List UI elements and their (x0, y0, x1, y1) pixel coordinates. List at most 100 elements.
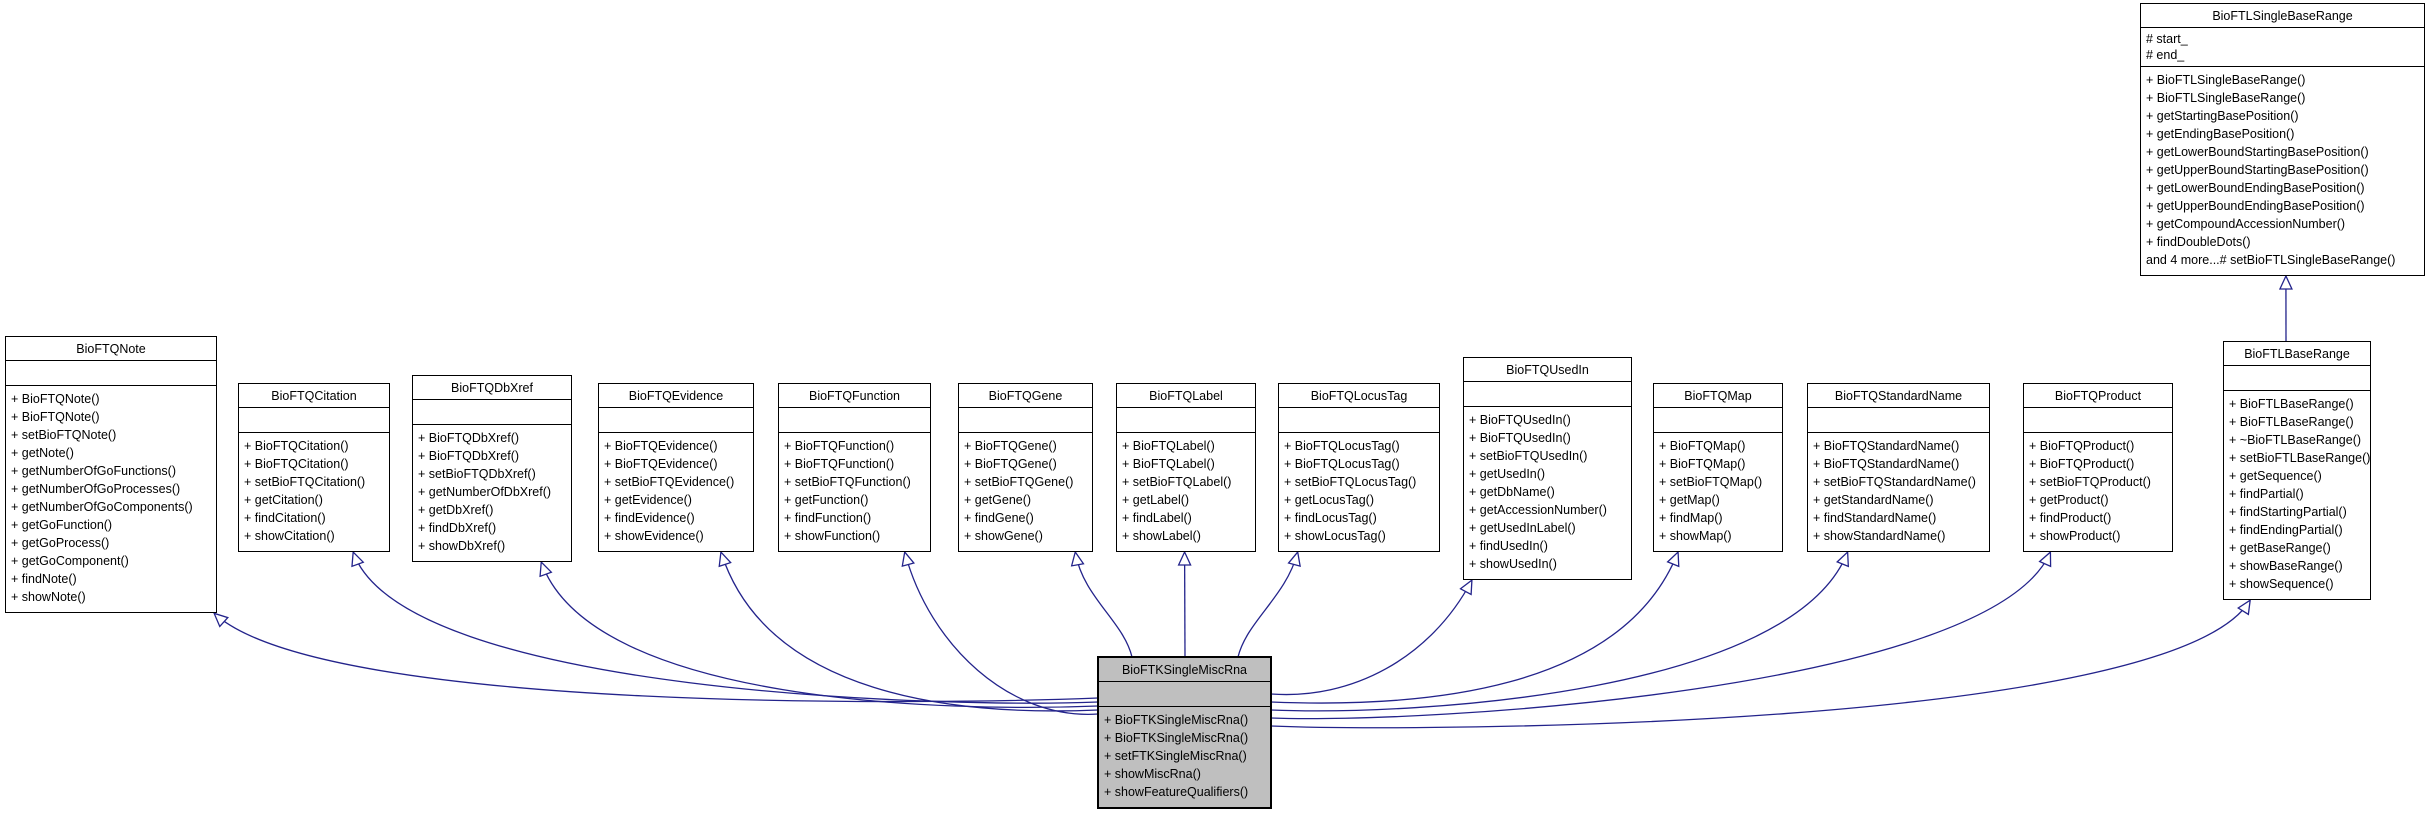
class-box-BioFTQDbXref[interactable]: BioFTQDbXref + BioFTQDbXref()+ BioFTQDbX… (412, 375, 572, 562)
class-box-BioFTQUsedIn[interactable]: BioFTQUsedIn + BioFTQUsedIn()+ BioFTQUse… (1463, 357, 1632, 580)
inheritance-edge-BioFTQGene (1075, 553, 1133, 658)
method-label: + showBaseRange() (2229, 559, 2343, 573)
class-name[interactable]: BioFTQUsedIn (1506, 363, 1589, 377)
method-label: + findNote() (11, 572, 77, 586)
class-box-BioFTLBaseRange[interactable]: BioFTLBaseRange + BioFTLBaseRange()+ Bio… (2223, 341, 2371, 600)
class-attributes-section (2024, 407, 2172, 432)
class-name[interactable]: BioFTQLabel (1149, 389, 1223, 403)
method-label: + setBioFTQLabel() (1122, 475, 1232, 489)
class-name[interactable]: BioFTLSingleBaseRange (2212, 9, 2353, 23)
class-name[interactable]: BioFTQDbXref (451, 381, 533, 395)
method-label: + BioFTQEvidence() (604, 439, 718, 453)
method-label: + BioFTQDbXref() (418, 431, 520, 445)
method-label: + BioFTQFunction() (784, 439, 895, 453)
method-label: + BioFTKSingleMiscRna() (1104, 713, 1249, 727)
method-label: + setBioFTQProduct() (2029, 475, 2151, 489)
method-label: + getProduct() (2029, 493, 2109, 507)
method-label: + findUsedIn() (1469, 539, 1548, 553)
class-box-BioFTQLocusTag[interactable]: BioFTQLocusTag + BioFTQLocusTag()+ BioFT… (1278, 383, 1440, 552)
method-label: + BioFTQMap() (1659, 457, 1746, 471)
method-label: + BioFTLSingleBaseRange() (2146, 73, 2306, 87)
method-label: + showProduct() (2029, 529, 2121, 543)
class-name[interactable]: BioFTQFunction (808, 389, 900, 403)
method-label: + getBaseRange() (2229, 541, 2331, 555)
inheritance-edge-BioFTQNote (215, 614, 1099, 703)
method-label: + BioFTQLabel() (1122, 439, 1215, 453)
method-label: + findMap() (1659, 511, 1723, 525)
method-label: + setBioFTQNote() (11, 428, 117, 442)
method-label: + findCitation() (244, 511, 326, 525)
method-label: + BioFTQFunction() (784, 457, 895, 471)
inheritance-edge-BioFTQLocusTag (1237, 553, 1297, 658)
class-name[interactable]: BioFTLBaseRange (2244, 347, 2350, 361)
class-attributes-section (1117, 407, 1255, 432)
method-label: + BioFTQLocusTag() (1284, 439, 1400, 453)
method-label: + BioFTQStandardName() (1813, 439, 1960, 453)
inheritance-edge-BioFTQEvidence (721, 553, 1099, 712)
method-label: + setBioFTQStandardName() (1813, 475, 1976, 489)
method-label: + BioFTQGene() (964, 457, 1057, 471)
class-box-BioFTQGene[interactable]: BioFTQGene + BioFTQGene()+ BioFTQGene()+… (958, 383, 1093, 552)
method-label: + getNumberOfDbXref() (418, 485, 552, 499)
inheritance-edge-BioFTQDbXref (542, 563, 1099, 708)
class-box-BioFTKSingleMiscRna[interactable]: BioFTKSingleMiscRna + BioFTKSingleMiscRn… (1097, 656, 1272, 809)
class-box-BioFTQCitation[interactable]: BioFTQCitation + BioFTQCitation()+ BioFT… (238, 383, 390, 552)
inheritance-edge-BioFTQFunction (905, 553, 1099, 715)
method-label: + BioFTQProduct() (2029, 439, 2135, 453)
class-attributes-section (413, 399, 571, 424)
method-label: + getGoProcess() (11, 536, 110, 550)
attribute-label: # end_ (2146, 48, 2185, 62)
method-label: + findFunction() (784, 511, 872, 525)
class-attributes-section (2224, 365, 2370, 390)
method-label: + setBioFTQMap() (1659, 475, 1763, 489)
class-attributes-section (1099, 681, 1270, 706)
method-label: + findStartingPartial() (2229, 505, 2347, 519)
method-label: + getCitation() (244, 493, 323, 507)
class-name[interactable]: BioFTQProduct (2054, 389, 2142, 403)
method-label: + BioFTQCitation() (244, 439, 349, 453)
method-label: + setBioFTQFunction() (784, 475, 911, 489)
class-box-BioFTQLabel[interactable]: BioFTQLabel + BioFTQLabel()+ BioFTQLabel… (1116, 383, 1256, 552)
method-label: + setBioFTQDbXref() (418, 467, 536, 481)
class-name[interactable]: BioFTQEvidence (628, 389, 724, 403)
method-label: + ~BioFTLBaseRange() (2229, 433, 2362, 447)
class-box-BioFTQEvidence[interactable]: BioFTQEvidence + BioFTQEvidence()+ BioFT… (598, 383, 754, 552)
method-label: + findLocusTag() (1284, 511, 1377, 525)
method-label: + findDbXref() (418, 521, 497, 535)
class-box-BioFTQNote[interactable]: BioFTQNote + BioFTQNote()+ BioFTQNote()+… (5, 336, 217, 613)
class-name[interactable]: BioFTQLocusTag (1310, 389, 1408, 403)
method-label: + BioFTQUsedIn() (1469, 431, 1571, 445)
method-label: + setBioFTQGene() (964, 475, 1074, 489)
class-box-BioFTLSingleBaseRange[interactable]: BioFTLSingleBaseRange # start_# end_ + B… (2140, 3, 2425, 276)
method-label: + showMiscRna() (1104, 767, 1201, 781)
method-label: + showStandardName() (1813, 529, 1946, 543)
inheritance-edge-BioFTQUsedIn (1270, 581, 1471, 696)
method-label: + BioFTQNote() (11, 392, 100, 406)
method-label: + getLowerBoundStartingBasePosition() (2146, 145, 2369, 159)
method-label: + getNumberOfGoFunctions() (11, 464, 176, 478)
inheritance-edge-BioFTLBaseRange (1270, 601, 2250, 729)
class-box-BioFTQProduct[interactable]: BioFTQProduct + BioFTQProduct()+ BioFTQP… (2023, 383, 2173, 552)
class-box-BioFTQStandardName[interactable]: BioFTQStandardName + BioFTQStandardName(… (1807, 383, 1990, 552)
class-name[interactable]: BioFTQStandardName (1834, 389, 1963, 403)
class-attributes-section (1654, 407, 1782, 432)
class-name[interactable]: BioFTQCitation (271, 389, 357, 403)
class-methods-section: + BioFTQLabel()+ BioFTQLabel()+ setBioFT… (1117, 432, 1255, 551)
class-name[interactable]: BioFTQMap (1684, 389, 1752, 403)
class-box-BioFTQMap[interactable]: BioFTQMap + BioFTQMap()+ BioFTQMap()+ se… (1653, 383, 1783, 552)
method-label: + showMap() (1659, 529, 1732, 543)
method-label: + getUpperBoundStartingBasePosition() (2146, 163, 2369, 177)
class-name[interactable]: BioFTQNote (76, 342, 146, 356)
class-attributes-section (6, 360, 216, 385)
method-label: + findEndingPartial() (2229, 523, 2343, 537)
class-box-BioFTQFunction[interactable]: BioFTQFunction + BioFTQFunction() + BioFT… (778, 383, 931, 552)
method-label: + getLabel() (1122, 493, 1190, 507)
method-label: + findStandardName() (1813, 511, 1937, 525)
class-name[interactable]: BioFTKSingleMiscRna (1121, 663, 1248, 677)
class-name[interactable]: BioFTQGene (988, 389, 1063, 403)
method-label: + getDbXref() (418, 503, 494, 517)
class-methods-section: + BioFTKSingleMiscRna()+ BioFTKSingleMis… (1099, 706, 1270, 807)
inheritance-edge-BioFTQStandardName (1270, 553, 1847, 712)
